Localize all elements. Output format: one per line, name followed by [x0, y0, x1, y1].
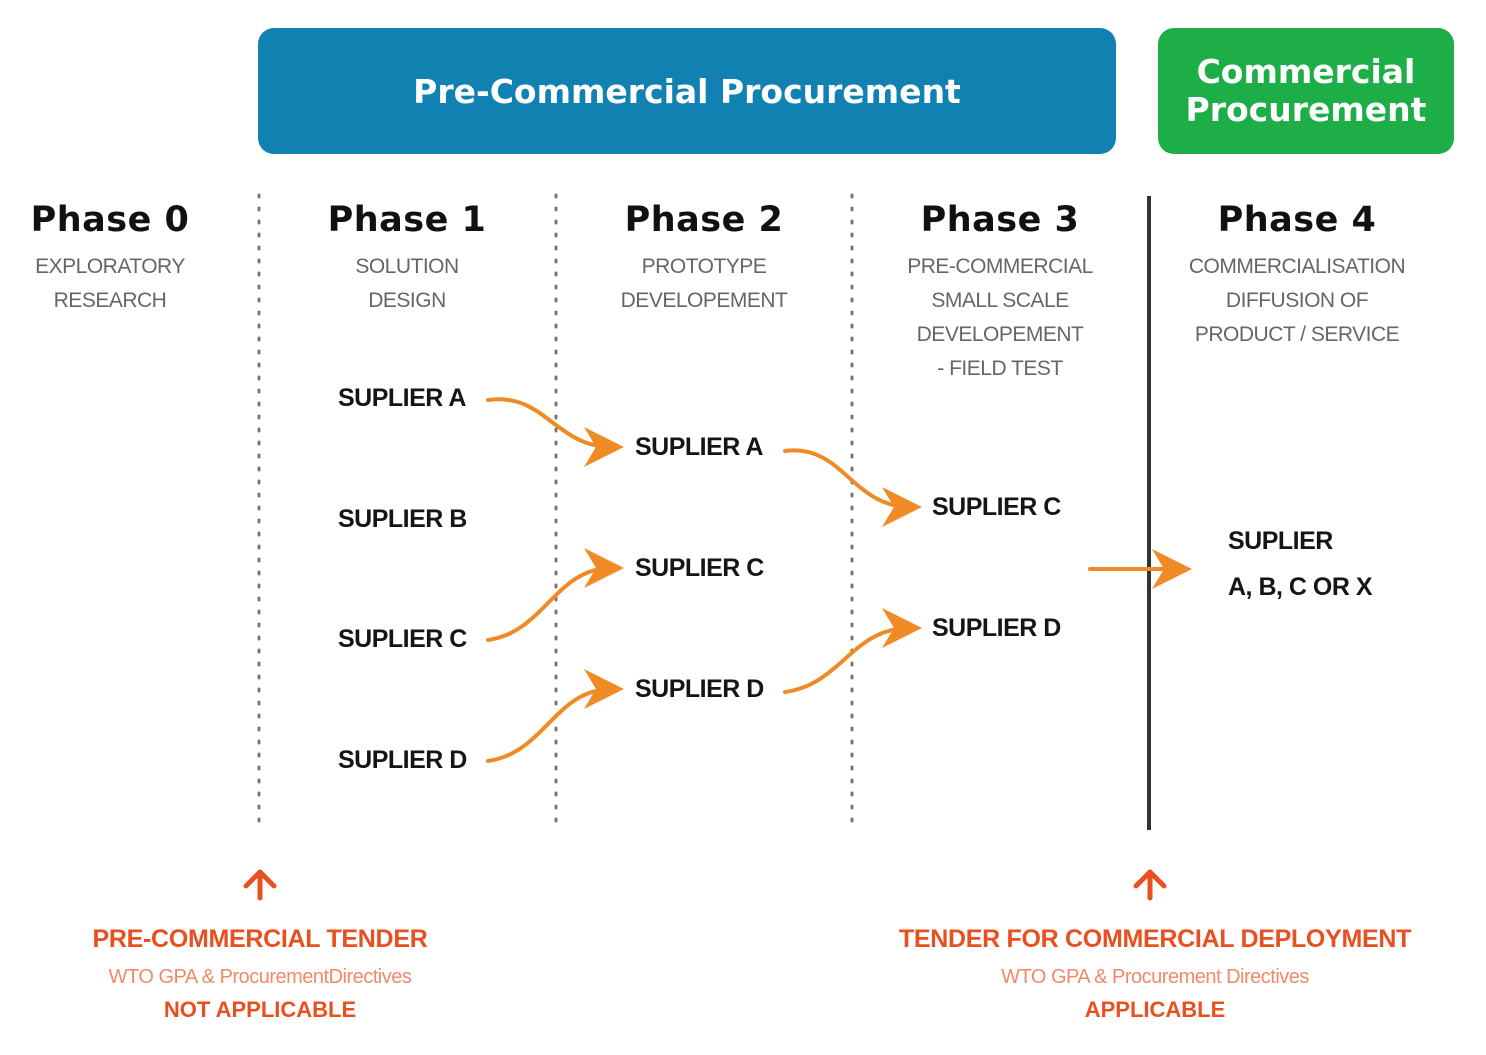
phase-description: EXPLORATORY RESEARCH — [10, 250, 210, 318]
phase-description: PRE-COMMERCIAL SMALL SCALE DEVELOPEMENT … — [880, 250, 1120, 386]
phase-description: SOLUTION DESIGN — [297, 250, 517, 318]
phase-description: PROTOTYPE DEVELOPEMENT — [592, 250, 816, 318]
phase-description: COMMERCIALISATION DIFFUSION OF PRODUCT /… — [1168, 250, 1426, 352]
pre-commercial-procurement-banner: Pre-Commercial Procurement — [258, 28, 1116, 154]
up-arrow-icon — [243, 869, 277, 901]
commercial-tender-note: TENDER FOR COMMERCIAL DEPLOYMENT WTO GPA… — [860, 925, 1450, 1023]
phase1-supplier-b: SUPLIER B — [338, 505, 467, 533]
tender-subtitle: WTO GPA & Procurement Directives — [1001, 966, 1309, 988]
phase-description-line: DESIGN — [368, 289, 446, 312]
phase-description-line: DEVELOPEMENT — [916, 323, 1084, 346]
arrow-p2d-to-p3d — [783, 608, 922, 694]
phase-1-header: Phase 1 SOLUTION DESIGN — [297, 200, 517, 318]
phase-title: Phase 2 — [624, 200, 784, 240]
phase1-supplier-c: SUPLIER C — [338, 625, 467, 653]
phase-description-line: EXPLORATORY — [35, 255, 185, 278]
phase2-supplier-c: SUPLIER C — [635, 554, 764, 582]
phase3-supplier-d: SUPLIER D — [932, 614, 1061, 642]
phase-description-line: DEVELOPEMENT — [620, 289, 788, 312]
phase-description-line: SMALL SCALE — [931, 289, 1069, 312]
arrow-p1a-to-p2a — [486, 397, 624, 467]
commercial-procurement-banner: Commercial Procurement — [1158, 28, 1454, 154]
phase2-supplier-a: SUPLIER A — [635, 433, 763, 461]
phase-description-line: PRODUCT / SERVICE — [1194, 323, 1400, 346]
arrow-p2a-to-p3c — [783, 448, 922, 527]
phase1-supplier-d: SUPLIER D — [338, 746, 467, 774]
phase-title: Phase 0 — [30, 200, 190, 240]
tender-subtitle: WTO GPA & ProcurementDirectives — [108, 966, 412, 988]
tender-title: PRE-COMMERCIAL TENDER — [92, 925, 428, 953]
phase-title: Phase 4 — [1217, 200, 1377, 240]
pre-commercial-tender-note: PRE-COMMERCIAL TENDER WTO GPA & Procurem… — [30, 925, 490, 1023]
phase-description-line: SOLUTION — [355, 255, 459, 278]
banner-label-line2: Procurement — [1185, 90, 1427, 129]
phase-description-line: PRE-COMMERCIAL — [907, 255, 1093, 278]
phase-2-header: Phase 2 PROTOTYPE DEVELOPEMENT — [592, 200, 816, 318]
phase-3-header: Phase 3 PRE-COMMERCIAL SMALL SCALE DEVEL… — [880, 200, 1120, 386]
phase4-supplier: SUPLIER A, B, C OR X — [1228, 518, 1373, 610]
phase-description-line: - FIELD TEST — [937, 357, 1063, 380]
phase-4-header: Phase 4 COMMERCIALISATION DIFFUSION OF P… — [1168, 200, 1426, 352]
arrow-p1d-to-p2d — [486, 669, 624, 763]
phase1-supplier-a: SUPLIER A — [338, 384, 466, 412]
phase2-supplier-d: SUPLIER D — [635, 675, 764, 703]
arrow-p1c-to-p2c — [486, 548, 624, 642]
phase-description-line: PROTOTYPE — [641, 255, 767, 278]
phase-description-line: COMMERCIALISATION — [1188, 255, 1406, 278]
phase-description-line: DIFFUSION OF — [1225, 289, 1369, 312]
phase3-supplier-c: SUPLIER C — [932, 493, 1061, 521]
phase4-supplier-line1: SUPLIER — [1228, 527, 1333, 555]
phase-title: Phase 3 — [920, 200, 1080, 240]
banner-label: Pre-Commercial Procurement — [413, 71, 961, 111]
phase-0-header: Phase 0 EXPLORATORY RESEARCH — [10, 200, 210, 318]
tender-title: TENDER FOR COMMERCIAL DEPLOYMENT — [898, 925, 1412, 953]
up-arrow-icon — [1133, 869, 1167, 901]
tender-status: NOT APPLICABLE — [163, 997, 357, 1022]
phase-title: Phase 1 — [327, 200, 487, 240]
tender-status: APPLICABLE — [1084, 997, 1226, 1022]
banner-label-line1: Commercial — [1196, 52, 1416, 92]
phase-description-line: RESEARCH — [53, 289, 167, 312]
phase4-supplier-line2: A, B, C OR X — [1228, 573, 1373, 601]
